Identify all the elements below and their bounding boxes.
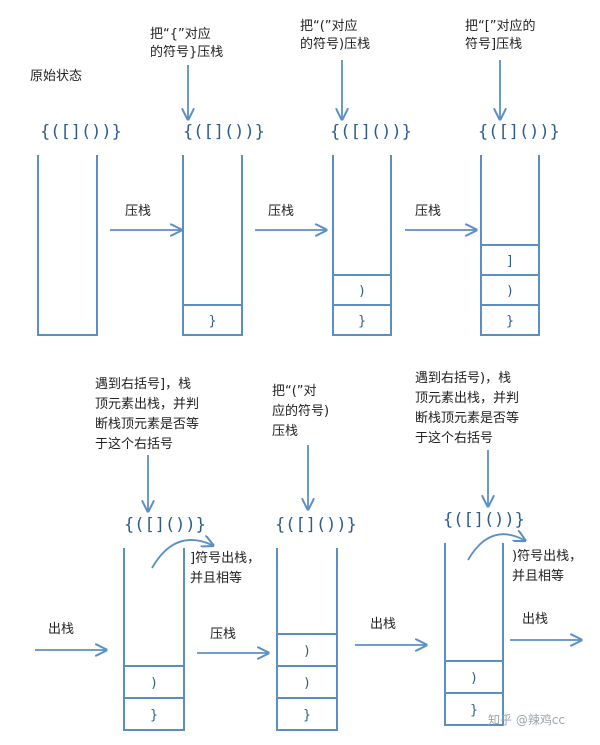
stack-2-outline (182, 155, 243, 336)
stack-6-outline (276, 548, 338, 731)
note-push-bracket-line-1: 把“[”对应的 (465, 18, 536, 34)
stack-6-cell-3: } (303, 708, 311, 723)
label-pop-1: 出栈 (48, 622, 74, 637)
label-popped-paren-line-1: )符号出栈， (512, 548, 582, 564)
curve-arrow-pop-paren (467, 534, 524, 561)
stack-7-cell-1: ) (470, 671, 478, 686)
expression-6: {([]())} (275, 515, 357, 535)
stack-4-cell-2: ) (506, 284, 514, 299)
stack-3-outline (332, 155, 392, 336)
stack-6-cell-2: ) (303, 676, 311, 691)
stack-3-cell-1: ) (358, 284, 366, 299)
note-meet-bracket-line-3: 断栈顶元素是否等 (95, 416, 199, 432)
note-meet-paren-line-1: 遇到右括号)，栈 (415, 371, 511, 386)
stack-1-outline (37, 155, 98, 336)
expression-4: {([]())} (478, 122, 560, 142)
watermark: 知乎 @辣鸡cc (488, 712, 565, 727)
note-meet-bracket-line-1: 遇到右括号]，栈 (95, 377, 191, 392)
stack-6-cell-1: ) (303, 644, 311, 659)
expression-2: {([]())} (183, 122, 265, 142)
stack-4-cell-1: ] (506, 254, 514, 269)
stack-5-outline (123, 548, 185, 731)
label-push-4: 压栈 (210, 627, 236, 642)
stack-5-cell-1: ) (150, 676, 158, 691)
note-push-bracket-line-2: 符号]压栈 (465, 36, 522, 52)
note-meet-paren-line-2: 顶元素出栈，并判 (415, 391, 519, 406)
note-push-paren-2-line-3: 压栈 (272, 424, 298, 439)
note-push-brace-line-1: 把“{”对应 (150, 26, 211, 42)
stack-2-cell-1: } (209, 314, 217, 329)
expression-3: {([]())} (330, 122, 412, 142)
stack-7-outline (444, 543, 504, 726)
note-push-paren-2-line-2: 应的符号) (272, 403, 329, 419)
stack-5-cell-2: } (150, 708, 158, 723)
label-popped-bracket-line-1: ]符号出栈， (190, 550, 260, 566)
note-meet-paren-line-4: 于这个右括号 (415, 430, 493, 446)
expression-5: {([]())} (124, 515, 206, 535)
label-push-1: 压栈 (125, 204, 151, 219)
label-original-state: 原始状态 (30, 69, 82, 84)
stack-7-cell-2: } (470, 703, 478, 718)
expression-1: {([]())} (40, 122, 122, 142)
note-meet-bracket-line-2: 顶元素出栈，并判 (95, 397, 199, 412)
expression-7: {([]())} (443, 510, 525, 530)
curve-arrow-pop-bracket (151, 540, 212, 569)
label-pop-2: 出栈 (370, 617, 396, 632)
label-push-2: 压栈 (268, 204, 294, 219)
stack-3-cell-2: } (358, 314, 366, 329)
label-push-3: 压栈 (415, 204, 441, 219)
label-popped-paren-line-2: 并且相等 (512, 568, 564, 584)
note-push-paren-line-1: 把“(”对应 (300, 18, 358, 34)
note-push-paren-line-2: 的符号)压栈 (300, 36, 370, 52)
note-push-brace-line-2: 的符号}压栈 (150, 44, 223, 60)
note-push-paren-2-line-1: 把“(”对 (272, 384, 317, 399)
note-meet-bracket-line-4: 于这个右括号 (95, 436, 173, 452)
label-popped-bracket-line-2: 并且相等 (190, 570, 242, 586)
stack-4-cell-3: } (506, 314, 514, 329)
note-meet-paren-line-3: 断栈顶元素是否等 (415, 410, 519, 426)
label-pop-3: 出栈 (522, 612, 548, 627)
